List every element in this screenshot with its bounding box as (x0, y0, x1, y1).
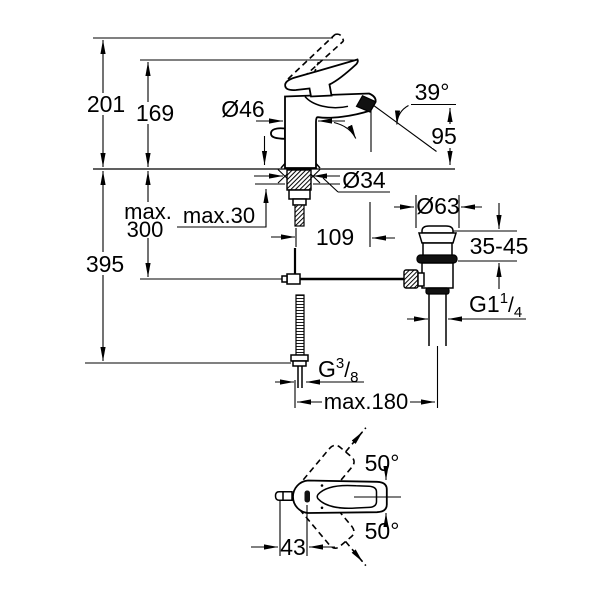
rod-coupler (286, 273, 301, 285)
mounting-collar (292, 198, 307, 206)
label-waste-flange-diameter: Ø63 (416, 193, 459, 219)
ext-waste-flange (415, 195, 460, 228)
label-swing-up: 50° (365, 450, 400, 476)
handle-top-view (292, 479, 388, 514)
aerator (355, 95, 377, 113)
hose-nut (290, 354, 309, 362)
threaded-rod (294, 204, 305, 227)
handle-inner-outline (316, 484, 378, 509)
spout-inner-line (304, 95, 349, 109)
rod-adjust-knob (403, 269, 419, 289)
faucet-body-spout (284, 92, 377, 169)
raised-lever-dashed-top (287, 33, 336, 80)
label-backgrounds (85, 93, 458, 275)
waste-o-ring (416, 254, 458, 264)
pull-rod-knob-tab (270, 127, 286, 140)
label-total-height: 201 (87, 91, 125, 117)
mounting-nut (288, 189, 311, 200)
label-spout-height: 95 (431, 123, 457, 149)
top-view-labels: 50° 50° 43 (280, 450, 399, 560)
shank-dia-leader (322, 177, 390, 193)
label-shank-diameter: Ø34 (342, 167, 386, 193)
ext-handle-offset (279, 501, 308, 556)
angle-leader-arrow (394, 105, 409, 125)
label-max-rod-depth-1: max. (124, 199, 172, 224)
handle-swing-up-dashed (296, 444, 355, 507)
undersink-parts (281, 169, 404, 388)
top-view: 50° 50° 43 (251, 427, 401, 567)
spout-angle-diagonal (370, 103, 437, 152)
label-swing-down: 50° (365, 518, 400, 544)
hose-nut-collar (292, 360, 307, 367)
extension-lines (85, 37, 517, 408)
base-flare (280, 163, 321, 169)
shank-cross-ticks (277, 169, 321, 184)
waste-flange (417, 232, 458, 244)
label-aerator-angle: 39° (415, 79, 450, 105)
label-max-rod-depth-2: 300 (127, 217, 164, 242)
label-handle-offset: 43 (280, 534, 306, 560)
hose-tail (297, 366, 303, 388)
flow-arc-arrow (333, 121, 357, 139)
label-waste-deck-range: 35-45 (470, 233, 529, 259)
waste-neck (422, 242, 453, 257)
waste-top-cap (421, 225, 454, 234)
dim-deck-lower-arrow (177, 189, 269, 228)
raised-lever-dashed-tip (334, 33, 345, 42)
drain-assembly (403, 225, 458, 408)
waste-body (421, 262, 454, 289)
label-overall-depth: 395 (86, 251, 124, 277)
label-max-reach: max.180 (324, 389, 408, 414)
waste-tailpipe (428, 294, 447, 346)
flexible-hose (295, 294, 305, 356)
swing-down-arrow (351, 549, 364, 563)
side-view-labels: 201 169 Ø46 39° 95 Ø34 max.30 max. 300 1… (86, 79, 529, 414)
threaded-shank (286, 169, 312, 191)
detail-dot-top (320, 484, 324, 487)
knob-collar (417, 272, 425, 287)
side-view: 201 169 Ø46 39° 95 Ø34 max.30 max. 300 1… (85, 33, 529, 414)
label-max-deck-thickness: max.30 (183, 203, 255, 228)
swing-up-arrow (351, 431, 364, 444)
label-supply-thread: G3/8 (318, 355, 358, 386)
label-waste-thread: G11/4 (469, 290, 522, 321)
handle-pivot-mark (304, 490, 310, 503)
lever-handle (284, 58, 359, 98)
label-body-diameter: Ø46 (221, 96, 264, 122)
detail-dot-bottom (320, 506, 324, 510)
rod-end-cap (281, 275, 288, 283)
swing-up-group (296, 427, 367, 507)
label-spout-projection: 109 (316, 224, 354, 250)
waste-collar (425, 287, 450, 295)
label-lever-height: 169 (136, 100, 174, 126)
faucet-body-group (270, 33, 377, 169)
